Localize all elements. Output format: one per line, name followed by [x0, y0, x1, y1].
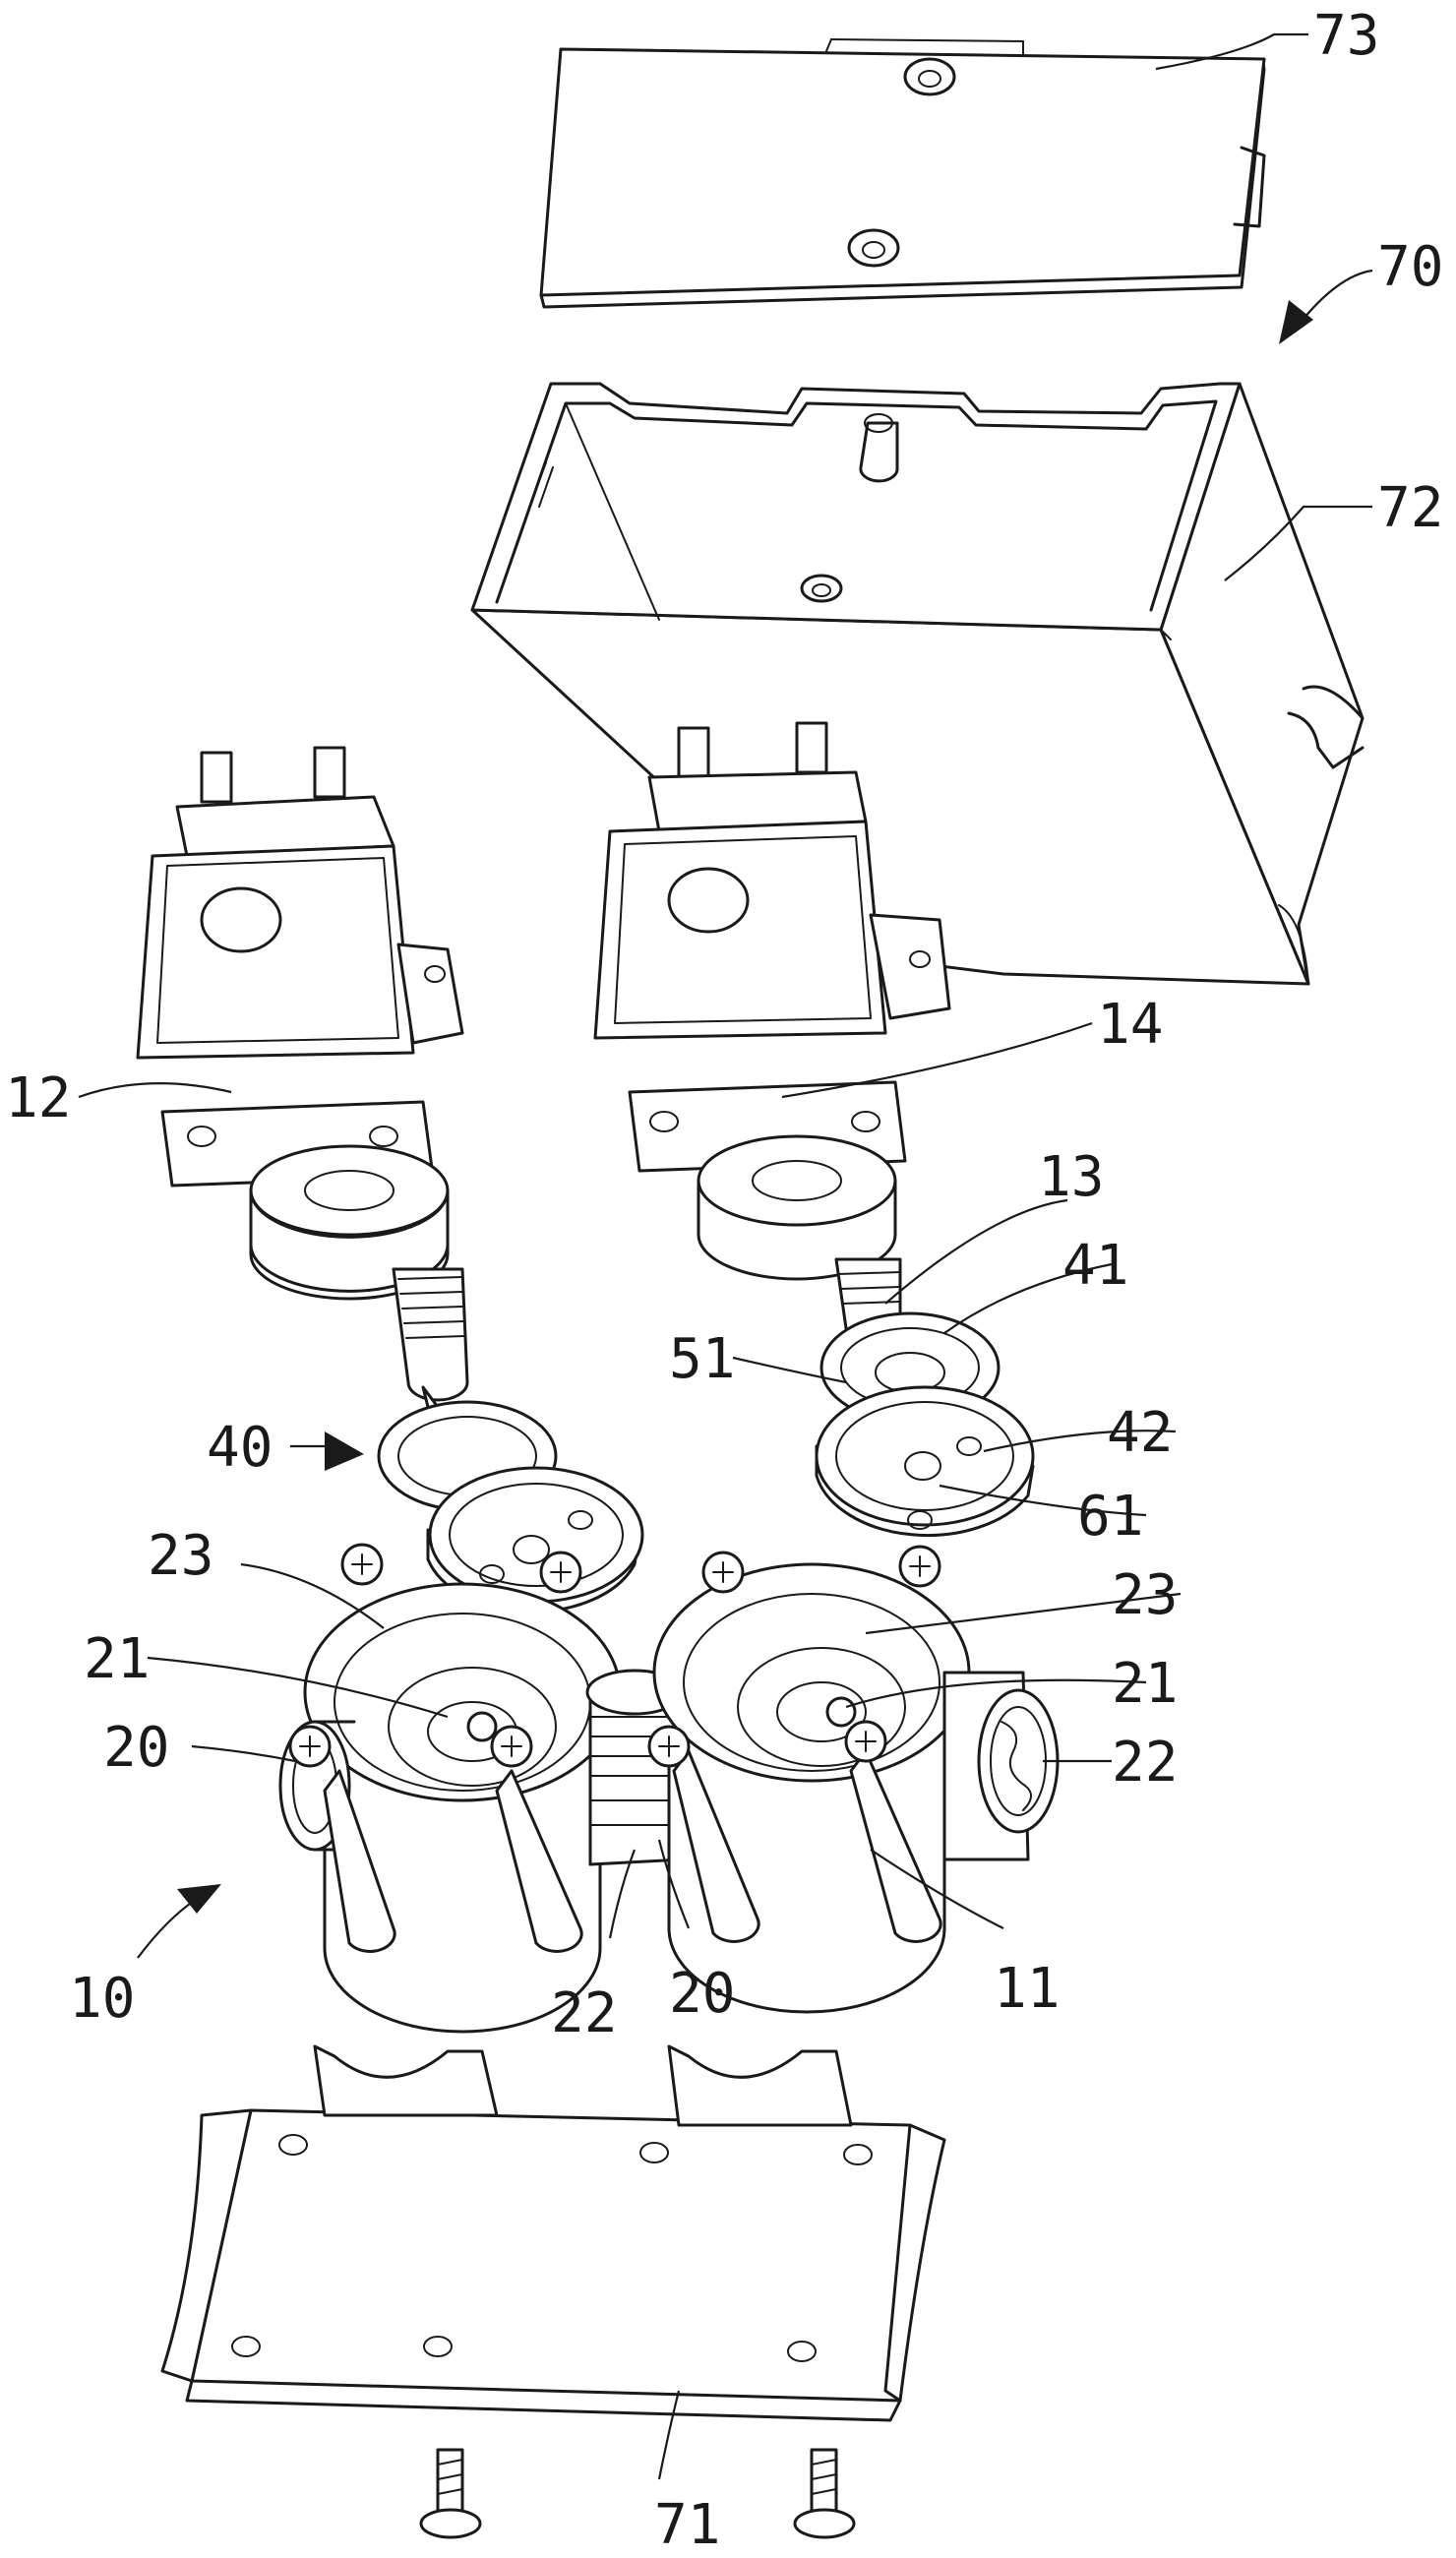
label-21-left: 21 — [84, 1627, 150, 1691]
part-11-valve-body — [278, 1543, 1060, 2034]
screw-right — [793, 2448, 856, 2539]
part-72-housing — [470, 382, 1365, 986]
label-20-left: 20 — [103, 1716, 169, 1780]
part-14-solenoid-right — [593, 721, 951, 1431]
arrow-40 — [325, 1431, 364, 1471]
label-42: 42 — [1107, 1401, 1173, 1465]
leader-lines — [78, 32, 1373, 2480]
label-71: 71 — [654, 2493, 720, 2557]
reference-labels: 73 70 72 12 14 13 41 51 40 42 61 23 23 2… — [5, 4, 1443, 2557]
label-22-center: 22 — [551, 1981, 617, 2045]
arrow-70 — [1279, 300, 1313, 344]
label-61: 61 — [1077, 1485, 1143, 1549]
label-10: 10 — [69, 1967, 135, 2031]
part-71-bottom-bracket — [160, 2044, 946, 2422]
label-21-right: 21 — [1112, 1652, 1178, 1716]
label-72: 72 — [1377, 476, 1443, 540]
label-12: 12 — [5, 1066, 71, 1130]
part-73-top-plate — [539, 38, 1266, 309]
label-70: 70 — [1377, 235, 1443, 299]
label-73: 73 — [1313, 4, 1379, 68]
label-51: 51 — [669, 1327, 735, 1391]
part-42-61-valve-seat-right — [815, 1385, 1035, 1538]
label-23-left: 23 — [148, 1524, 213, 1588]
label-41: 41 — [1062, 1234, 1128, 1298]
part-12-solenoid-left — [136, 746, 474, 1545]
label-40: 40 — [207, 1416, 273, 1480]
label-23-right: 23 — [1112, 1563, 1178, 1627]
label-14: 14 — [1097, 993, 1163, 1057]
arrow-10 — [177, 1884, 221, 1914]
screw-left — [419, 2448, 482, 2539]
label-20-center: 20 — [669, 1962, 735, 2026]
label-13: 13 — [1038, 1145, 1104, 1209]
label-22-right: 22 — [1112, 1731, 1178, 1795]
label-11: 11 — [994, 1957, 1060, 2021]
